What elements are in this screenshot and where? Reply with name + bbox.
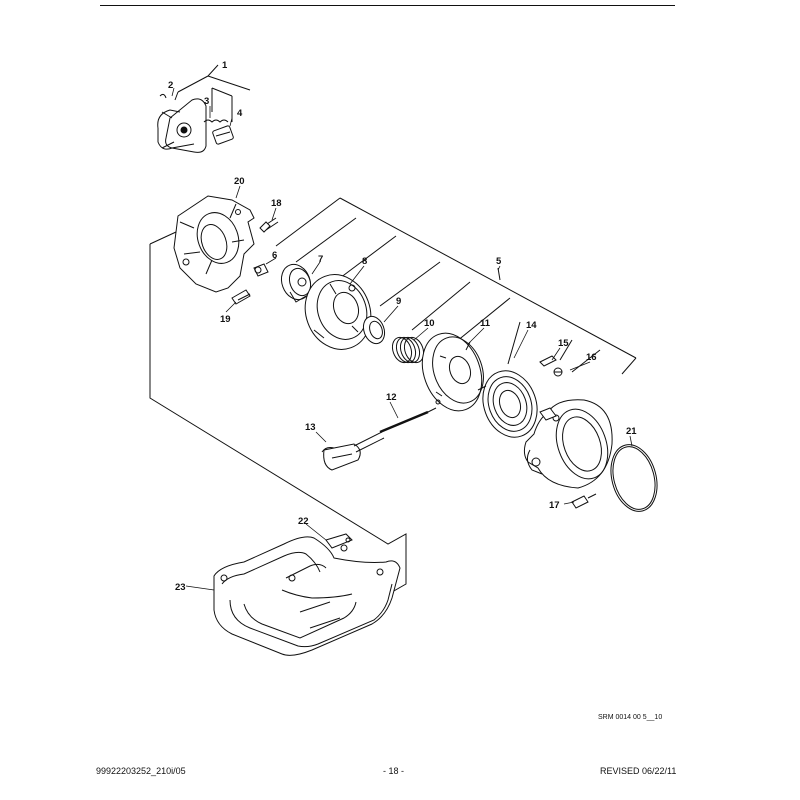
part-11-rope-reel [421, 332, 484, 412]
frame-outline [149, 231, 407, 601]
revision-date: REVISED 06/22/11 [600, 766, 677, 776]
callout-11: 11 [480, 318, 491, 329]
callout-20: 20 [234, 176, 245, 187]
screw-17 [571, 493, 597, 509]
part-12-starter-rope [379, 407, 437, 434]
part-20-housing [173, 195, 255, 293]
callout-8: 8 [362, 256, 367, 267]
callout-19: 19 [220, 314, 231, 325]
callout-14: 14 [526, 320, 537, 331]
leader-lines [171, 87, 633, 591]
part-14-recoil-spring [477, 370, 538, 438]
callout-9: 9 [396, 296, 401, 307]
part-8-rotor [304, 274, 372, 350]
callout-17: 17 [549, 500, 560, 511]
page-number: - 18 - [383, 766, 405, 776]
callout-22: 22 [298, 516, 309, 527]
header-rule [100, 5, 675, 6]
callout-15: 15 [558, 338, 569, 349]
callout-16: 16 [586, 352, 597, 363]
callout-21: 21 [626, 426, 637, 437]
callout-18: 18 [271, 198, 282, 209]
screw-6 [253, 263, 269, 277]
callout-4: 4 [237, 108, 243, 119]
screw-18 [259, 217, 279, 233]
part-9-washer [362, 315, 386, 345]
screw-19 [231, 289, 251, 305]
callout-6: 6 [272, 250, 277, 261]
part-10-coil-spring [391, 336, 425, 364]
callout-labels: 1 2 3 4 5 6 7 8 9 10 11 12 13 14 15 16 1… [168, 60, 637, 593]
group-lines-1 [174, 64, 251, 122]
drawing-code: SRM 0014 00 5__10 [598, 714, 663, 721]
document-id: 99922203252_210i/05 [96, 766, 186, 776]
callout-13: 13 [305, 422, 316, 433]
part-22-bracket [325, 533, 353, 549]
callout-10: 10 [424, 318, 435, 329]
part-7-pulley-hub [280, 263, 312, 303]
starter-cover [523, 399, 613, 489]
callout-5: 5 [496, 256, 502, 267]
part-16-screw [553, 367, 563, 377]
callout-7: 7 [318, 254, 323, 265]
part-1-pawl-assembly [157, 93, 234, 153]
callout-2: 2 [168, 80, 173, 91]
callout-1: 1 [222, 60, 228, 71]
part-15-pin [539, 355, 557, 367]
part-13-starter-handle [321, 431, 385, 471]
part-21-gasket [610, 444, 658, 512]
callout-3: 3 [204, 96, 209, 107]
callout-12: 12 [386, 392, 397, 403]
part-23-base-frame [213, 536, 401, 656]
callout-23: 23 [175, 582, 186, 593]
